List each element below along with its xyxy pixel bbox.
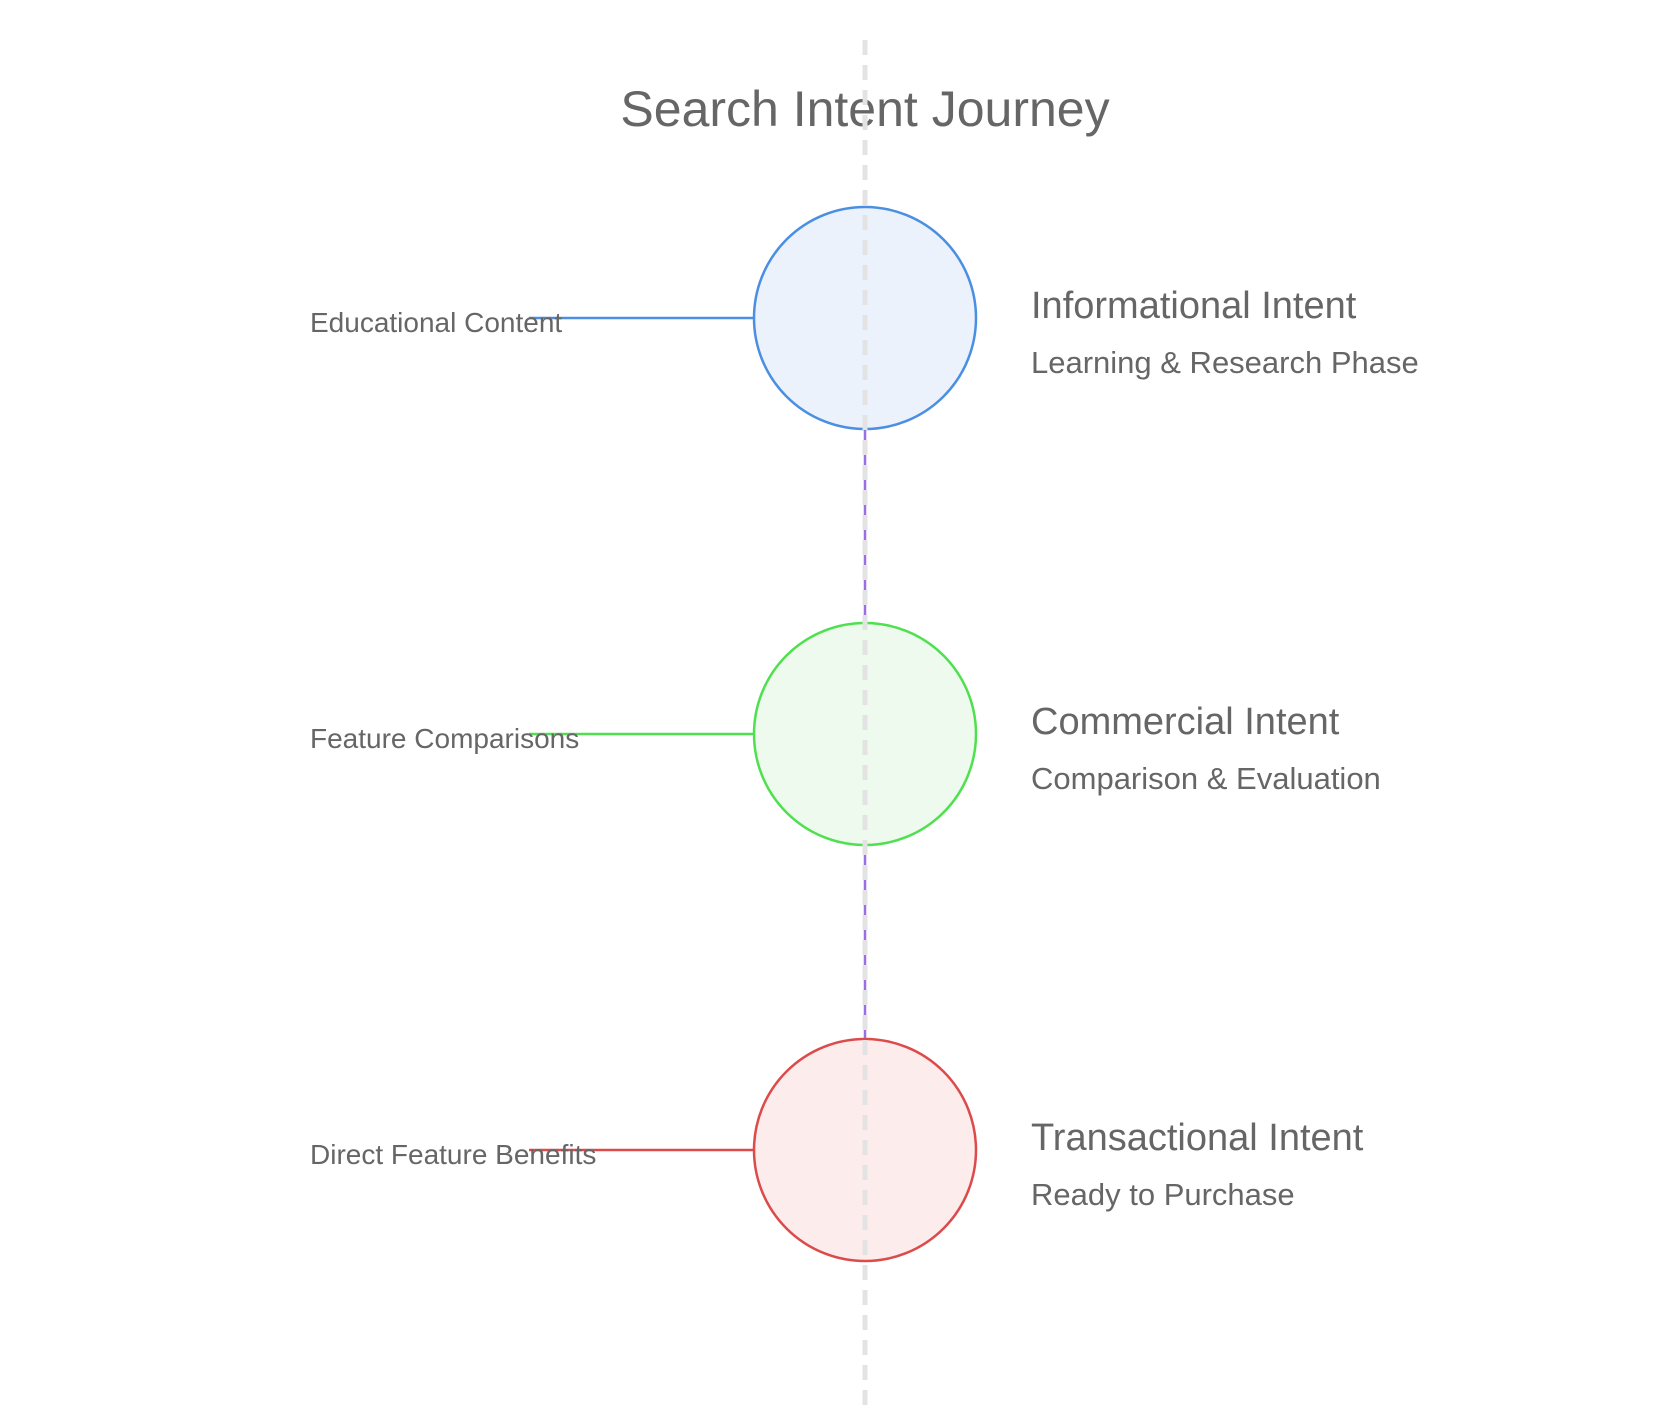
stage-subtitle-commercial: Comparison & Evaluation (1031, 761, 1381, 796)
stage-title-commercial: Commercial Intent (1031, 701, 1340, 743)
side-label-informational: Educational Content (310, 307, 562, 338)
stage-subtitle-transactional: Ready to Purchase (1031, 1177, 1295, 1212)
stage-title-informational: Informational Intent (1031, 285, 1357, 327)
stage-title-transactional: Transactional Intent (1031, 1117, 1364, 1159)
stage-commercial: Feature Comparisons Commercial Intent Co… (310, 621, 1381, 847)
stage-circle-commercial[interactable] (752, 621, 978, 847)
stage-transactional: Direct Feature Benefits Transactional In… (310, 1037, 1364, 1263)
side-label-commercial: Feature Comparisons (310, 723, 579, 754)
stage-subtitle-informational: Learning & Research Phase (1031, 345, 1419, 380)
side-label-transactional: Direct Feature Benefits (310, 1139, 596, 1170)
